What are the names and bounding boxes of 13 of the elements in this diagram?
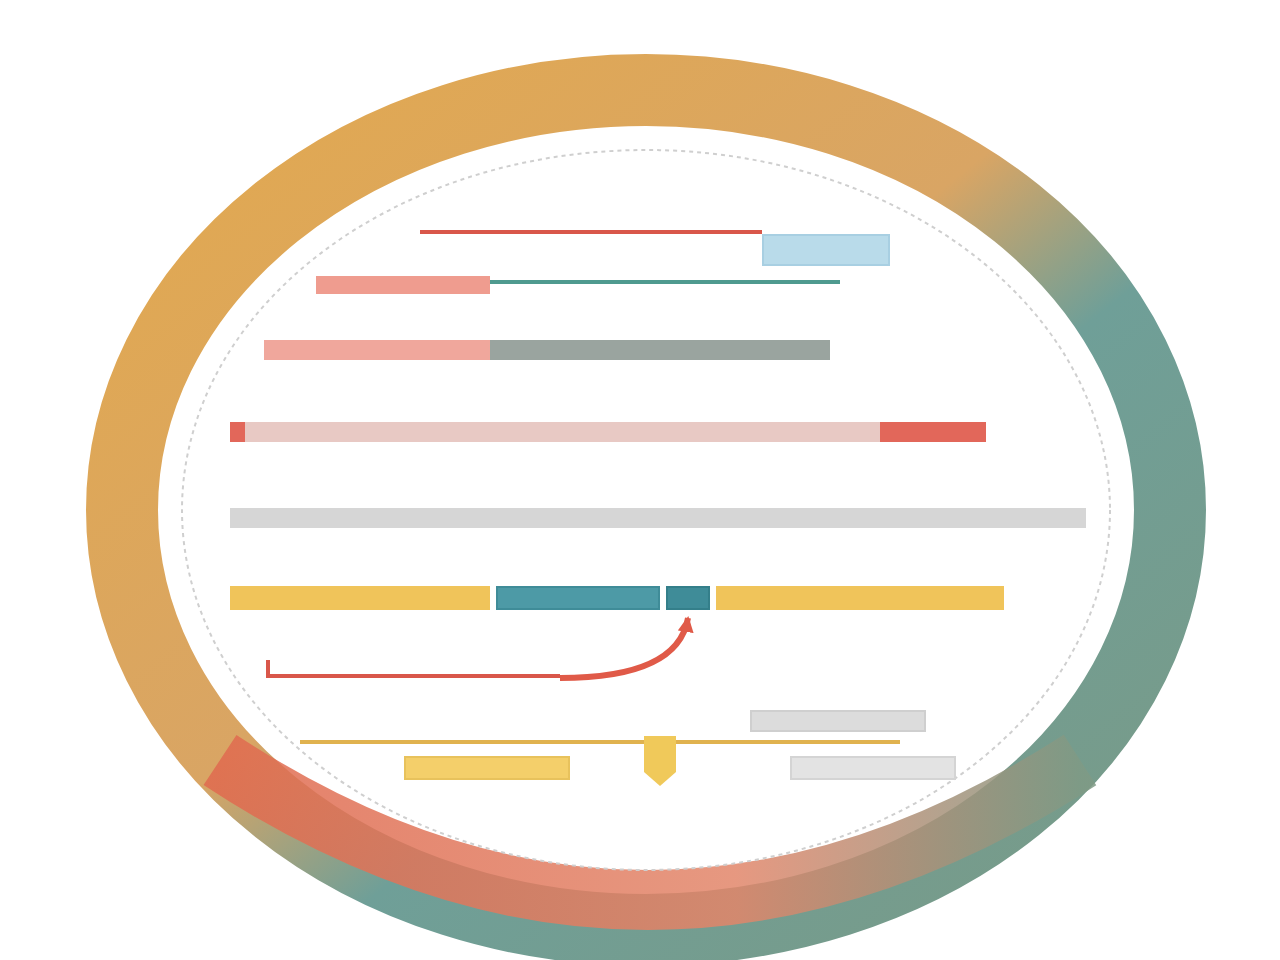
empty-box xyxy=(496,586,660,610)
empty-box xyxy=(762,234,890,266)
timeline-bar xyxy=(716,586,1004,610)
empty-box xyxy=(666,586,710,610)
timeline-bar xyxy=(264,340,830,360)
empty-box xyxy=(750,710,926,732)
timeline-bar xyxy=(230,508,1086,528)
arrow xyxy=(559,616,693,681)
empty-box xyxy=(404,756,570,780)
timeline-bar xyxy=(316,276,490,294)
timeline-bar xyxy=(230,586,490,610)
timeline-bar xyxy=(230,422,986,442)
empty-box xyxy=(790,756,956,780)
